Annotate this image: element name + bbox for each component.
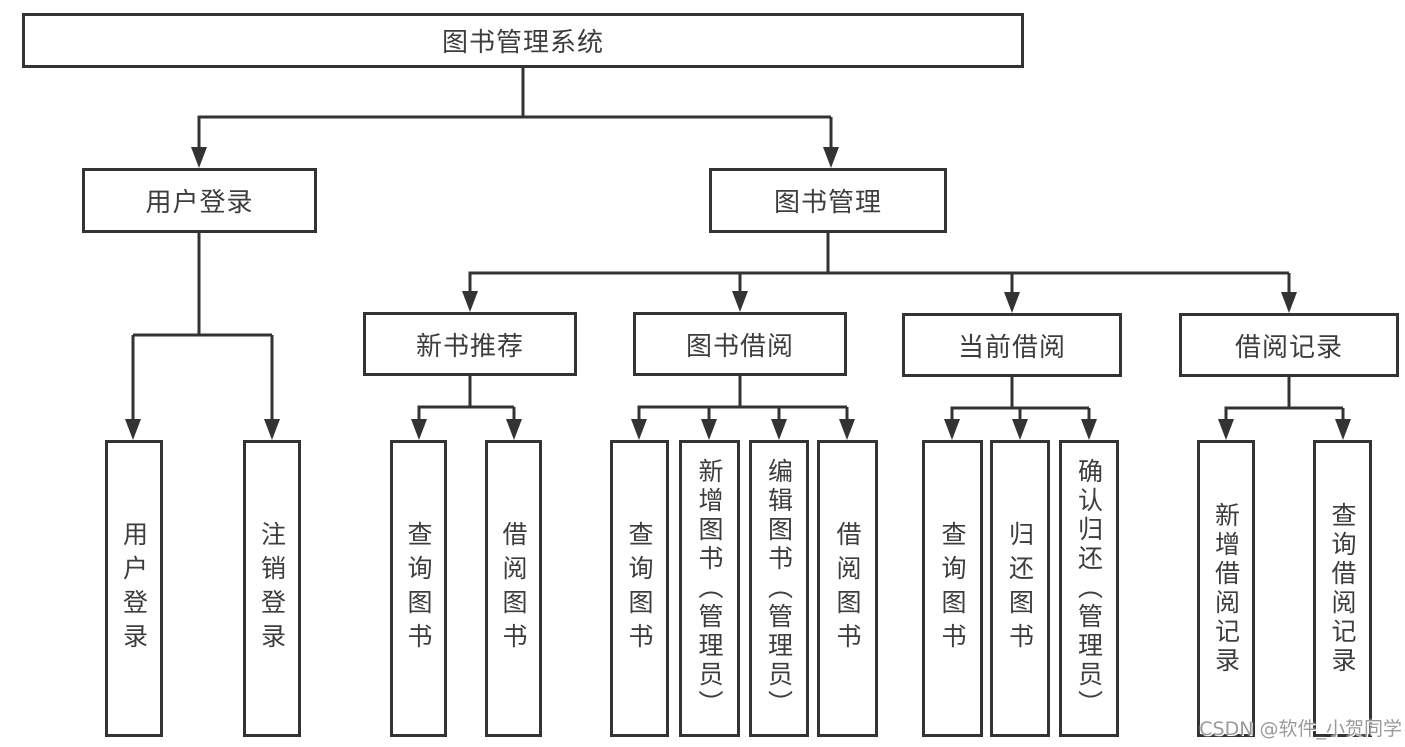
leaf-label: 查询图书: [404, 520, 433, 657]
node-label: 新书推荐: [415, 331, 524, 362]
node-borrowing-records: 借阅记录: [1179, 313, 1399, 377]
node-label: 当前借阅: [957, 332, 1066, 363]
leaf-borrow-books-recommend: 借阅图书: [485, 440, 542, 737]
node-label: 用户登录: [145, 188, 254, 218]
leaf-query-borrow-record: 查询借阅记录: [1313, 440, 1372, 737]
leaf-return-books: 归还图书: [990, 440, 1050, 737]
node-new-book-recommendation: 新书推荐: [363, 312, 577, 376]
leaf-label: 用户登录: [119, 520, 149, 657]
node-label: 图书借阅: [685, 331, 794, 362]
csdn-watermark: CSDN @软件_小贺同学: [1199, 718, 1402, 740]
leaf-logout: 注销登录: [243, 440, 301, 737]
leaf-user-login: 用户登录: [105, 440, 163, 737]
leaf-query-books-recommend: 查询图书: [390, 440, 447, 737]
leaf-add-books-admin: 新增图书（管理员）: [679, 440, 740, 737]
node-current-borrowing: 当前借阅: [902, 313, 1122, 377]
node-label: 图书管理: [773, 188, 882, 218]
leaf-label: 借阅图书: [833, 520, 862, 657]
leaf-label: 查询图书: [938, 520, 967, 657]
leaf-borrow-books: 借阅图书: [817, 440, 878, 737]
leaf-label: 归还图书: [1005, 520, 1035, 657]
leaf-query-books-current: 查询图书: [922, 440, 983, 737]
node-library-management-system: 图书管理系统: [22, 13, 1024, 68]
node-book-management-branch: 图书管理: [709, 168, 947, 233]
leaf-label: 查询借阅记录: [1328, 501, 1357, 676]
leaf-label: 查询图书: [625, 520, 654, 657]
leaf-edit-books-admin: 编辑图书（管理员）: [749, 440, 809, 737]
leaf-label: 注销登录: [257, 520, 287, 657]
node-book-borrowing: 图书借阅: [633, 312, 847, 376]
leaf-query-books-borrowing: 查询图书: [610, 440, 669, 737]
leaf-label: 借阅图书: [499, 520, 528, 657]
leaf-label: 新增借阅记录: [1211, 501, 1241, 676]
node-label: 图书管理系统: [441, 28, 604, 58]
leaf-add-borrow-record: 新增借阅记录: [1197, 440, 1255, 737]
leaf-label: 新增图书（管理员）: [695, 458, 724, 719]
leaf-label: 确认归还（管理员）: [1074, 458, 1104, 719]
arrowhead-icons: [125, 147, 1351, 440]
node-label: 借阅记录: [1234, 332, 1343, 363]
leaf-label: 编辑图书（管理员）: [764, 458, 794, 719]
leaf-confirm-return-admin: 确认归还（管理员）: [1059, 440, 1119, 737]
node-user-login-branch: 用户登录: [82, 168, 317, 233]
